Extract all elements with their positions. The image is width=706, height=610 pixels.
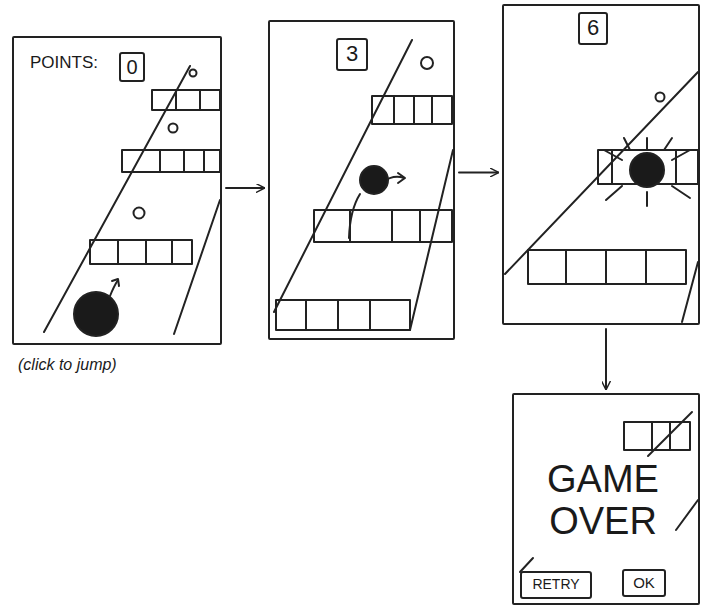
platform: [276, 300, 410, 330]
flow-arrow: [459, 172, 498, 174]
platform: [152, 90, 220, 110]
game-frame: 3: [268, 20, 455, 340]
fuse-arrow: [112, 279, 119, 286]
note-holder: (click to jump): [18, 356, 117, 374]
motion-arrow-head: [398, 173, 405, 183]
box-text: 6: [587, 16, 599, 40]
jump-path: [349, 194, 360, 238]
track-edge: [174, 200, 220, 334]
platform: [624, 422, 690, 450]
bomb: [360, 166, 388, 194]
track-edge: [44, 66, 190, 332]
game-over-text: GAME OVER: [528, 459, 678, 543]
sketch-strokes: [44, 40, 698, 572]
retry-button: RETRY: [520, 571, 592, 599]
coin: [421, 57, 433, 69]
platform: [314, 210, 452, 242]
score-box: 6: [578, 12, 608, 45]
box-text: RETRY: [532, 577, 579, 592]
points-label: POINTS:: [30, 54, 98, 73]
track-edge: [520, 558, 533, 572]
box-text: OK: [633, 575, 655, 592]
coin: [656, 93, 665, 102]
track-edge: [410, 150, 453, 330]
game-frame: 6: [502, 4, 700, 325]
platform: [372, 96, 452, 124]
game-over-frame: GAME OVER RETRY OK: [512, 393, 700, 605]
platform: [528, 250, 686, 284]
platform: [122, 150, 220, 172]
track-edge: [274, 40, 412, 312]
game-frame: POINTS: 0: [12, 36, 222, 345]
bomb: [74, 292, 118, 336]
explosion-spikes: [604, 138, 690, 206]
platform-divider: [176, 90, 200, 110]
score-box: 0: [119, 52, 145, 82]
box-text: 3: [346, 42, 358, 66]
coin: [190, 70, 197, 77]
flow-arrow: [226, 187, 264, 189]
platform-divider: [306, 300, 370, 330]
bombs: [74, 153, 664, 336]
fuse: [110, 280, 118, 296]
instruction-note: (click to jump): [18, 356, 117, 374]
flow-arrow: [605, 329, 607, 389]
track-edge: [505, 72, 698, 274]
exploding-bomb: [630, 153, 664, 187]
platform-divider: [394, 96, 432, 124]
platform-divider: [160, 150, 204, 172]
platform-divider: [350, 210, 420, 242]
track-edge: [682, 262, 698, 322]
score-box: 3: [336, 38, 368, 71]
platform-divider: [652, 422, 670, 450]
platform-divider: [118, 240, 172, 264]
box-text: 0: [126, 56, 137, 78]
coin: [134, 208, 145, 219]
platform-divider: [566, 250, 646, 284]
track-edge: [676, 500, 698, 530]
coin: [169, 124, 178, 133]
ok-button: OK: [622, 569, 666, 597]
platform: [90, 240, 192, 264]
